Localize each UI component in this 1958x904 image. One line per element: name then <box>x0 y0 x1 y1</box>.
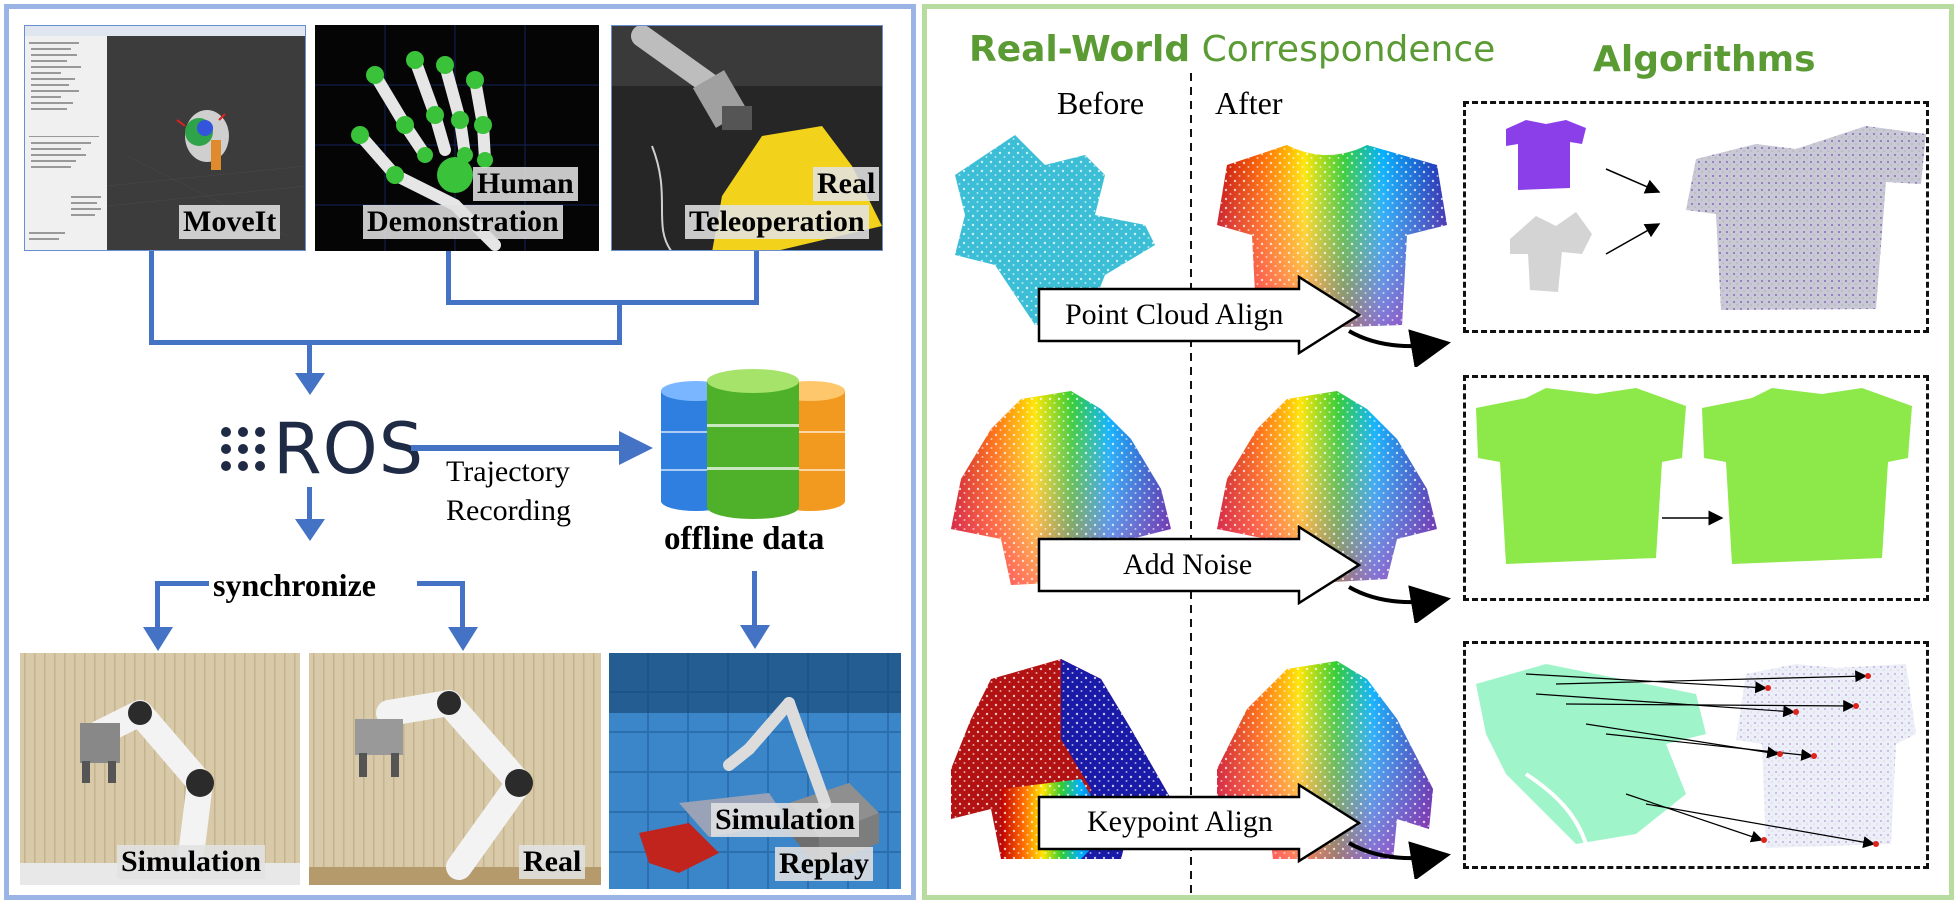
header-bold: Real-World <box>969 29 1191 70</box>
arrowhead-to-ros <box>295 373 325 395</box>
after-label: After <box>1215 85 1283 121</box>
row2-algorithm-content <box>1476 388 1912 564</box>
row2-curved-arrow <box>1347 585 1451 623</box>
caption-line: Simulation <box>121 845 262 878</box>
before-label: Before <box>1057 85 1145 121</box>
row1-curved-arrow <box>1347 329 1451 367</box>
human-caption-line-1: Human <box>473 167 578 201</box>
human-caption-line-2: Demonstration <box>363 205 563 239</box>
row3-arrow-label: Keypoint Align <box>1087 805 1273 838</box>
connector-human-teleop-bar <box>446 300 759 305</box>
row2-arrow-shape <box>1037 525 1362 605</box>
arrowhead-to-real <box>448 627 478 651</box>
row1-arrow-label: Point Cloud Align <box>1065 298 1284 331</box>
sync-left-bar <box>155 581 209 586</box>
connector-ros-to-sync <box>307 487 312 523</box>
ros-dots-icon <box>221 427 265 471</box>
offline-data-label: offline data <box>664 521 825 557</box>
row1-algorithm-content <box>1506 120 1926 310</box>
row3-algorithm-box <box>1463 641 1929 869</box>
caption-line: Real <box>817 167 876 200</box>
moveit-screenshot <box>24 25 306 251</box>
trajectory-label-line-1: Trajectory <box>446 455 570 488</box>
connector-offline-to-replay <box>752 571 757 627</box>
right-panel: Real-World Correspondence Algorithms Bef… <box>922 4 1954 900</box>
database-icon <box>661 369 845 519</box>
row3-arrow-shape <box>1037 783 1362 863</box>
connector-merge-down <box>617 300 622 345</box>
sync-right-down <box>460 581 465 629</box>
sync-right-bar <box>417 581 465 586</box>
caption-line: Simulation <box>715 803 856 836</box>
trajectory-arrowhead <box>619 431 653 465</box>
rviz-robot-render <box>107 110 305 237</box>
caption-line: Replay <box>779 847 869 880</box>
row2-after-pointcloud <box>1217 391 1437 585</box>
caption-line: MoveIt <box>183 205 277 238</box>
header-real-world-correspondence: Real-World Correspondence <box>969 29 1495 70</box>
sync-left-down <box>155 581 160 629</box>
replay-caption-line-1: Simulation <box>711 803 860 837</box>
teleop-caption-line-1: Real <box>813 167 880 201</box>
arrowhead-to-simulation <box>143 627 173 651</box>
arrowhead-to-sync <box>295 519 325 541</box>
connector-human-down <box>446 251 451 305</box>
row2-before-pointcloud <box>951 391 1171 585</box>
rviz-titlebar <box>25 26 305 36</box>
caption-line: Real <box>523 845 582 878</box>
row1-after-pointcloud <box>1217 145 1447 330</box>
rviz-sidebar <box>25 36 107 250</box>
arrowhead-to-replay <box>740 625 770 649</box>
caption-line: Human <box>477 167 574 200</box>
connector-to-ros <box>307 340 312 376</box>
row2-arrow-label: Add Noise <box>1123 548 1253 581</box>
trajectory-arrow-shaft <box>411 445 621 451</box>
connector-moveit-down <box>149 251 154 345</box>
ros-label: ROS <box>273 408 425 490</box>
row3-curved-arrow <box>1347 841 1451 879</box>
real-caption: Real <box>519 845 586 879</box>
connector-teleop-down <box>754 251 759 305</box>
caption-line: Teleoperation <box>689 205 865 238</box>
row2-algorithm-box <box>1463 375 1929 601</box>
header-rest: Correspondence <box>1201 29 1496 70</box>
replay-caption-line-2: Replay <box>775 847 873 881</box>
teleop-caption-line-2: Teleoperation <box>685 205 869 239</box>
moveit-caption: MoveIt <box>179 205 281 239</box>
left-panel: MoveIt Huma <box>4 4 916 900</box>
connector-bottom-bar <box>149 340 622 345</box>
synchronize-label: synchronize <box>213 567 376 603</box>
caption-line: Demonstration <box>367 205 559 238</box>
header-algorithms: Algorithms <box>1593 39 1816 80</box>
before-after-divider <box>1190 73 1192 893</box>
simulation-caption: Simulation <box>117 845 266 879</box>
row3-algorithm-content <box>1476 664 1916 849</box>
row1-before-pointcloud <box>955 135 1155 325</box>
row1-algorithm-box <box>1463 101 1929 333</box>
trajectory-label-line-2: Recording <box>446 494 571 527</box>
row1-arrow-shape <box>1037 275 1362 355</box>
